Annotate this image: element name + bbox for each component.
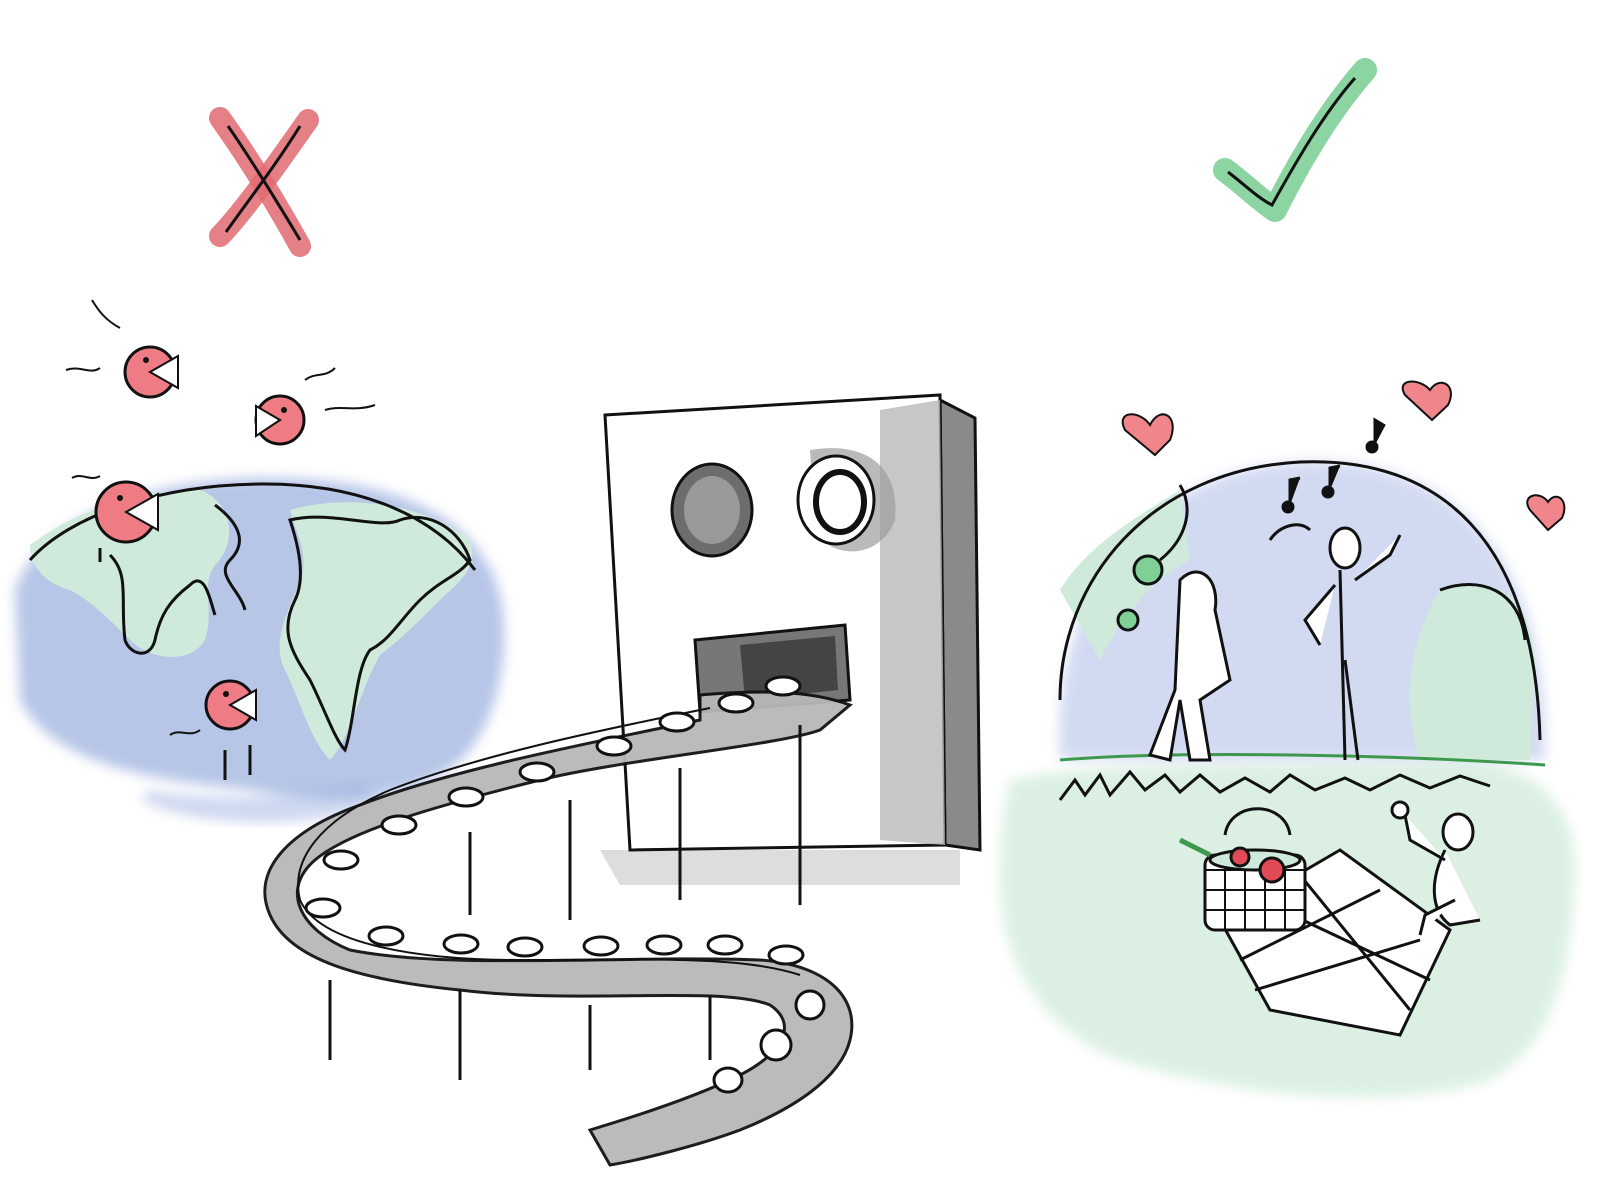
creature-icon [65, 299, 179, 399]
belt-rollers [304, 675, 826, 1094]
grass-line [1058, 769, 1491, 801]
conveyor-belt [263, 675, 854, 1167]
music-note-icon [1268, 417, 1386, 541]
belt-legs [328, 725, 802, 1080]
picnic-basket [1178, 807, 1307, 932]
machine-right-eye [796, 454, 876, 546]
heart-icon [1401, 380, 1452, 422]
creature-icon [254, 367, 376, 446]
center-panel [263, 393, 982, 1167]
creature-icon [71, 475, 159, 562]
sitting-person [1390, 800, 1481, 936]
heart-icon [1121, 413, 1174, 457]
cross-mark-icon [209, 107, 319, 257]
machine-mouth [693, 623, 852, 714]
creature-icon [169, 679, 257, 736]
machine-left-eye [670, 462, 754, 558]
check-mark-icon [1213, 58, 1377, 222]
heart-icon [1526, 494, 1566, 532]
right-panel [1000, 58, 1576, 1098]
dancing-person-left [1116, 554, 1232, 762]
machine [603, 393, 982, 852]
left-panel [15, 107, 505, 823]
dancing-person-right [1303, 526, 1402, 761]
left-globe [15, 477, 505, 823]
